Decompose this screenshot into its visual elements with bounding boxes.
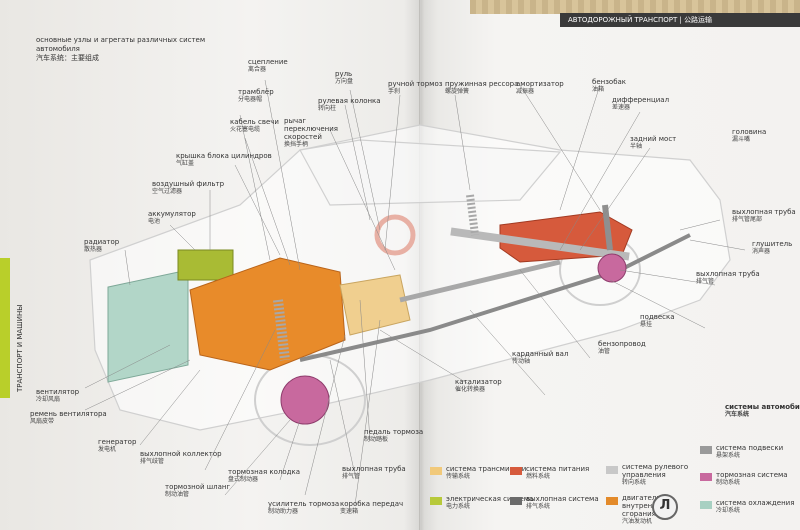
- publisher-logo: Л: [652, 494, 678, 520]
- legend-swatch-steering: [606, 466, 618, 474]
- legend-swatch-electrical: [430, 497, 442, 505]
- legend-swatch-engine: [606, 497, 618, 505]
- leader-lines: [84, 79, 746, 506]
- rear-spring: [466, 194, 479, 236]
- legend-swatch-suspension: [700, 446, 712, 454]
- legend-swatch-brakes: [700, 473, 712, 481]
- radiator: [107, 269, 189, 383]
- topbar-zh: 公路运输: [684, 16, 713, 24]
- section-side-tab: ТРАНСПОРТ И МАШИНЫ: [0, 258, 24, 398]
- legend-swatch-transmission: [430, 467, 442, 475]
- topbar-ru: АВТОДОРОЖНЫЙ ТРАНСПОРТ: [568, 16, 678, 24]
- driveshaft: [399, 259, 561, 303]
- battery: [177, 249, 234, 281]
- legend-swatch-cooling: [700, 501, 712, 509]
- front-brake-disc: [280, 375, 330, 425]
- transmission: [339, 274, 411, 336]
- heading-zh: 汽车系统：主要组成: [36, 54, 99, 62]
- rear-axle: [450, 227, 630, 261]
- legend-swatch-exhaust: [510, 497, 522, 505]
- section-topbar: АВТОДОРОЖНЫЙ ТРАНСПОРТ | 公路运输: [560, 13, 800, 27]
- legend-swatch-fuel: [510, 467, 522, 475]
- engine: [189, 257, 346, 371]
- rear-brake-disc: [597, 253, 627, 283]
- steering-wheel: [374, 214, 416, 256]
- heading-ru: основные узлы и агрегаты различных систе…: [36, 36, 206, 53]
- page-heading: основные узлы и агрегаты различных систе…: [36, 36, 236, 63]
- exhaust-pipe: [299, 233, 691, 362]
- background-surface: [470, 0, 800, 14]
